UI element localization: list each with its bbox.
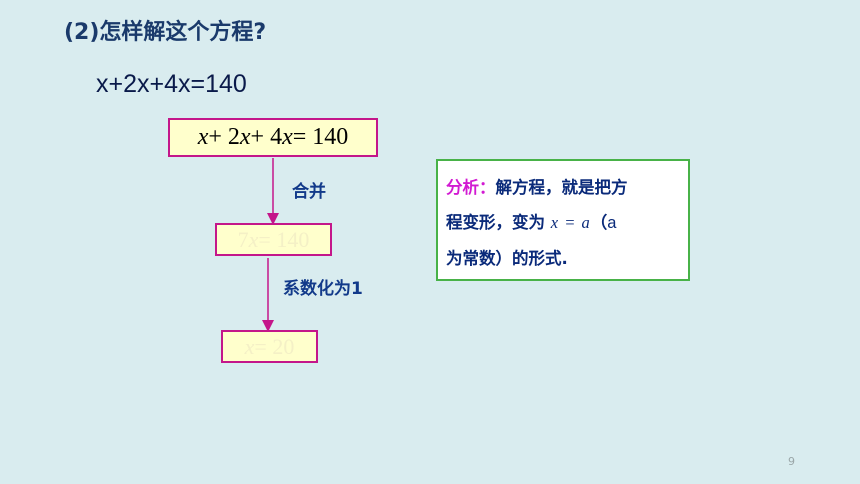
var-x: x	[244, 333, 255, 359]
term: = 140	[292, 124, 349, 150]
page-title: (2)怎样解这个方程?	[64, 20, 267, 45]
page-number: 9	[788, 455, 795, 468]
coefficient: 7	[237, 226, 249, 252]
var-x: x	[197, 124, 209, 150]
analysis-text: 程变形，变为	[446, 213, 551, 232]
term: = 140	[258, 226, 310, 252]
term: = 20	[254, 333, 295, 359]
equation-text: x+2x+4x=140	[96, 70, 247, 98]
term: + 2	[208, 124, 240, 150]
var-x: x	[248, 226, 259, 252]
step-label-coefficient: 系数化为1	[283, 279, 363, 299]
step-label-combine: 合并	[292, 182, 326, 202]
var-x: x	[282, 124, 293, 150]
analysis-math: x = a	[550, 213, 591, 232]
analysis-text: 为常数）的形式.	[446, 249, 568, 268]
analysis-text: 解方程，就是把方	[495, 178, 628, 197]
var-x: x	[239, 124, 251, 150]
analysis-lead: 分析：	[446, 178, 496, 197]
analysis-box: 分析：解方程，就是把方 程变形，变为 x = a（a 为常数）的形式.	[436, 159, 690, 281]
analysis-text: （	[590, 213, 608, 232]
term: + 4	[250, 124, 283, 150]
equation-box-solution: x = 20	[221, 330, 318, 363]
analysis-text: a	[607, 214, 617, 232]
